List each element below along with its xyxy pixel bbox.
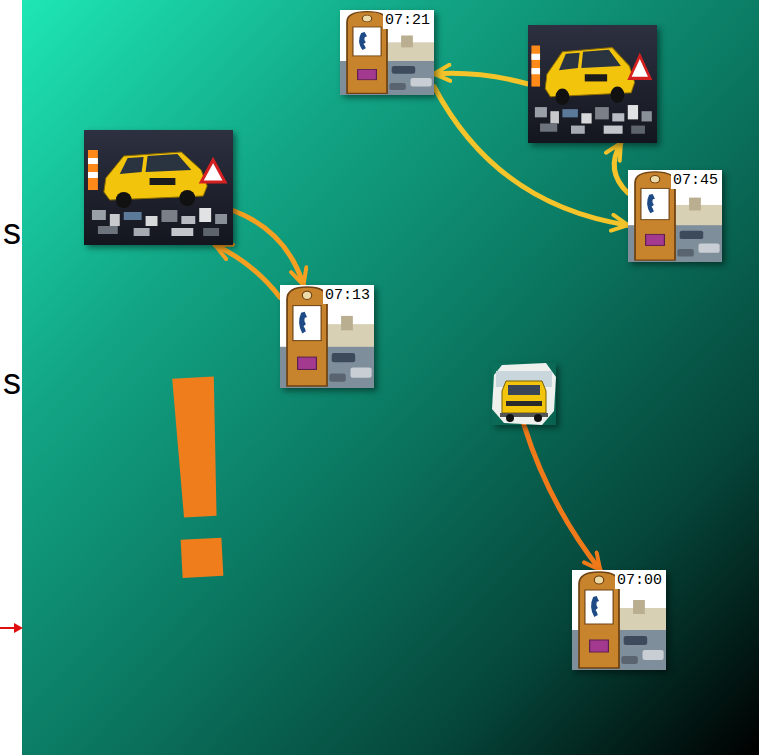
edge-letter: s — [3, 214, 21, 250]
exclamation-mark: ! — [142, 329, 254, 624]
tow-truck-node — [492, 363, 556, 425]
arrow-connector — [215, 245, 280, 297]
time-label: 07:45 — [671, 172, 720, 189]
tow-truck-photo — [492, 363, 556, 425]
phone-pillar-node: 07:00 — [572, 570, 666, 670]
arrow-connector — [524, 425, 600, 570]
phone-pillar-node: 07:21 — [340, 10, 434, 95]
service-car-node — [528, 25, 657, 143]
arrow-connector — [614, 143, 628, 193]
arrow-connector — [434, 73, 528, 84]
time-label: 07:00 — [615, 572, 664, 589]
phone-pillar-node: 07:45 — [628, 170, 722, 262]
arrow-connector — [233, 211, 304, 286]
red-pointer-arrow — [0, 618, 24, 638]
time-label: 07:13 — [323, 287, 372, 304]
service-car-node — [84, 130, 233, 245]
edge-letter: s — [3, 364, 21, 400]
service-car-photo — [528, 25, 657, 143]
phone-pillar-node: 07:13 — [280, 285, 374, 388]
service-car-photo — [84, 130, 233, 245]
time-label: 07:21 — [383, 12, 432, 29]
